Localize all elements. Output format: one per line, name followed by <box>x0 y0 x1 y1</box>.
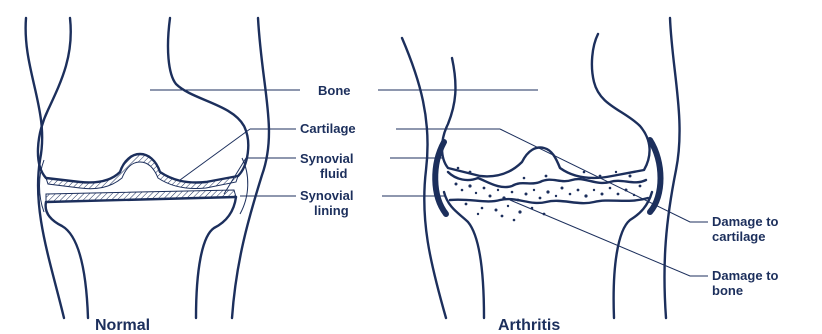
leader-damage-bone <box>510 200 708 276</box>
arthritis-femur <box>442 34 650 178</box>
normal-knee <box>26 18 269 318</box>
label-damage-bone-line1: Damage to <box>712 268 779 283</box>
normal-left-skin-outline <box>26 18 64 318</box>
label-damage-cartilage-line1: Damage to <box>712 214 779 229</box>
caption-normal: Normal <box>95 317 150 334</box>
arthritis-knee <box>402 18 680 318</box>
leader-cartilage-left-diag <box>180 129 250 180</box>
leader-fluid-left-diag <box>224 158 246 194</box>
label-synovial-lining-line2: lining <box>314 203 349 218</box>
label-cartilage: Cartilage <box>300 121 356 136</box>
arthritis-right-skin-outline <box>664 18 679 318</box>
label-damage-bone-line2: bone <box>712 283 743 298</box>
arthritis-synovial-lining-left <box>435 142 446 214</box>
normal-right-skin-outline <box>232 18 269 318</box>
normal-tibia <box>46 202 88 318</box>
label-bone: Bone <box>318 83 351 98</box>
label-damage-cartilage-line2: cartilage <box>712 229 765 244</box>
label-synovial-fluid-line1: Synovial <box>300 151 353 166</box>
arthritis-tibia-left <box>444 192 484 318</box>
arthritis-left-skin-outline <box>402 38 446 318</box>
normal-tibia-right <box>196 197 236 318</box>
arthritis-tibia-top <box>450 198 648 203</box>
label-synovial-lining-line1: Synovial <box>300 188 353 203</box>
arthritis-tibia-right <box>614 192 652 318</box>
arthritis-synovial-lining-right <box>650 140 661 212</box>
labels: Bone Cartilage Synovial fluid Synovial l… <box>300 83 779 298</box>
caption-arthritis: Arthritis <box>498 317 560 334</box>
label-synovial-fluid-line2: fluid <box>320 166 347 181</box>
